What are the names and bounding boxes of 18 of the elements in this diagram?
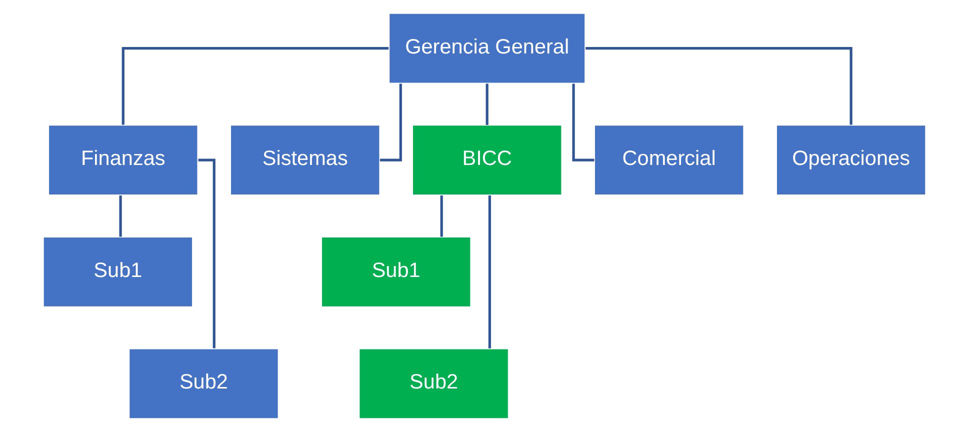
connector [379, 84, 402, 162]
node-box: Sistemas [229, 124, 380, 196]
connector [488, 196, 490, 348]
connector [118, 195, 122, 237]
node-box: Sub1 [42, 236, 193, 308]
connector [440, 195, 442, 237]
connector [121, 47, 388, 125]
node-box: Gerencia General [388, 12, 586, 84]
node-box: Sub2 [128, 348, 279, 420]
connector [485, 84, 488, 125]
node-box: Operaciones [775, 124, 926, 196]
node-box: Sub2 [358, 348, 509, 420]
node-box: BICC [411, 124, 562, 196]
connector [572, 84, 594, 162]
node-box: Sub1 [320, 236, 471, 308]
node-box: Comercial [593, 124, 744, 196]
node-box: Finanzas [47, 124, 198, 196]
connector [585, 47, 852, 125]
